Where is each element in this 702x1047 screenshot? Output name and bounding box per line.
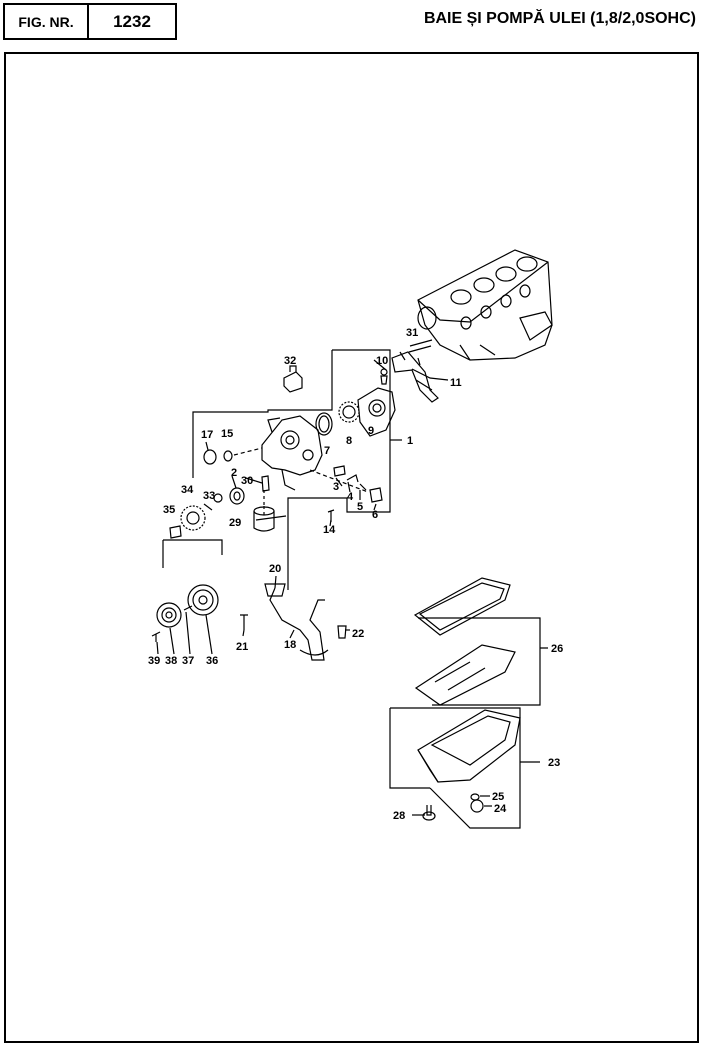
oil-pump-housing <box>261 415 323 491</box>
oil-pressure-sensor <box>283 371 303 393</box>
callout-35: 35 <box>163 504 175 516</box>
oil-pan-baffle <box>414 644 516 706</box>
callout-9: 9 <box>368 425 374 437</box>
callout-38: 38 <box>165 655 177 667</box>
damper-pulley <box>156 602 182 628</box>
callout-31: 31 <box>406 327 418 339</box>
callout-39: 39 <box>148 655 160 667</box>
callout-26: 26 <box>551 643 563 655</box>
callout-1: 1 <box>407 435 413 447</box>
oil-pump-inner-gear <box>338 401 360 423</box>
callout-32: 32 <box>284 355 296 367</box>
callout-14: 14 <box>323 524 336 536</box>
callout-29: 29 <box>229 517 241 529</box>
callout-7: 7 <box>324 445 330 457</box>
oil-pump-outer-rotor <box>315 412 333 436</box>
callout-2: 2 <box>231 467 237 479</box>
callout-3: 3 <box>333 481 339 493</box>
page-title: BAIE ȘI POMPĂ ULEI (1,8/2,0SOHC) <box>423 10 696 27</box>
callout-18: 18 <box>284 639 296 651</box>
front-cover-gasket <box>391 351 439 403</box>
callout-24: 24 <box>494 803 507 815</box>
callout-21: 21 <box>236 641 248 653</box>
callout-28: 28 <box>393 810 405 822</box>
crankshaft-pulley <box>187 584 219 616</box>
callout-33: 33 <box>203 490 215 502</box>
oil-strainer-pipe <box>269 587 325 661</box>
oil-pan-gasket <box>413 577 511 636</box>
callout-22: 22 <box>352 628 364 640</box>
callout-20: 20 <box>269 563 281 575</box>
diagram-frame <box>4 52 699 1043</box>
callout-5: 5 <box>357 501 363 513</box>
callout-37: 37 <box>182 655 194 667</box>
callout-11: 11 <box>450 377 462 389</box>
callout-30: 30 <box>241 475 253 487</box>
callout-34: 34 <box>181 484 194 496</box>
callout-4: 4 <box>347 491 354 503</box>
figure-number: 1232 <box>113 11 151 31</box>
callout-25: 25 <box>492 791 504 803</box>
callout-17: 17 <box>201 429 213 441</box>
figure-label: FIG. NR. <box>5 5 89 38</box>
callout-23: 23 <box>548 757 560 769</box>
callout-15: 15 <box>221 428 233 440</box>
figure-number-box: FIG. NR. 1232 <box>3 3 177 40</box>
engine-block <box>417 249 553 361</box>
callout-10: 10 <box>376 355 388 367</box>
callout-36: 36 <box>206 655 218 667</box>
oil-pan <box>417 709 521 783</box>
callout-8: 8 <box>346 435 352 447</box>
callout-6: 6 <box>372 509 378 521</box>
crankshaft-sprocket <box>180 505 206 531</box>
